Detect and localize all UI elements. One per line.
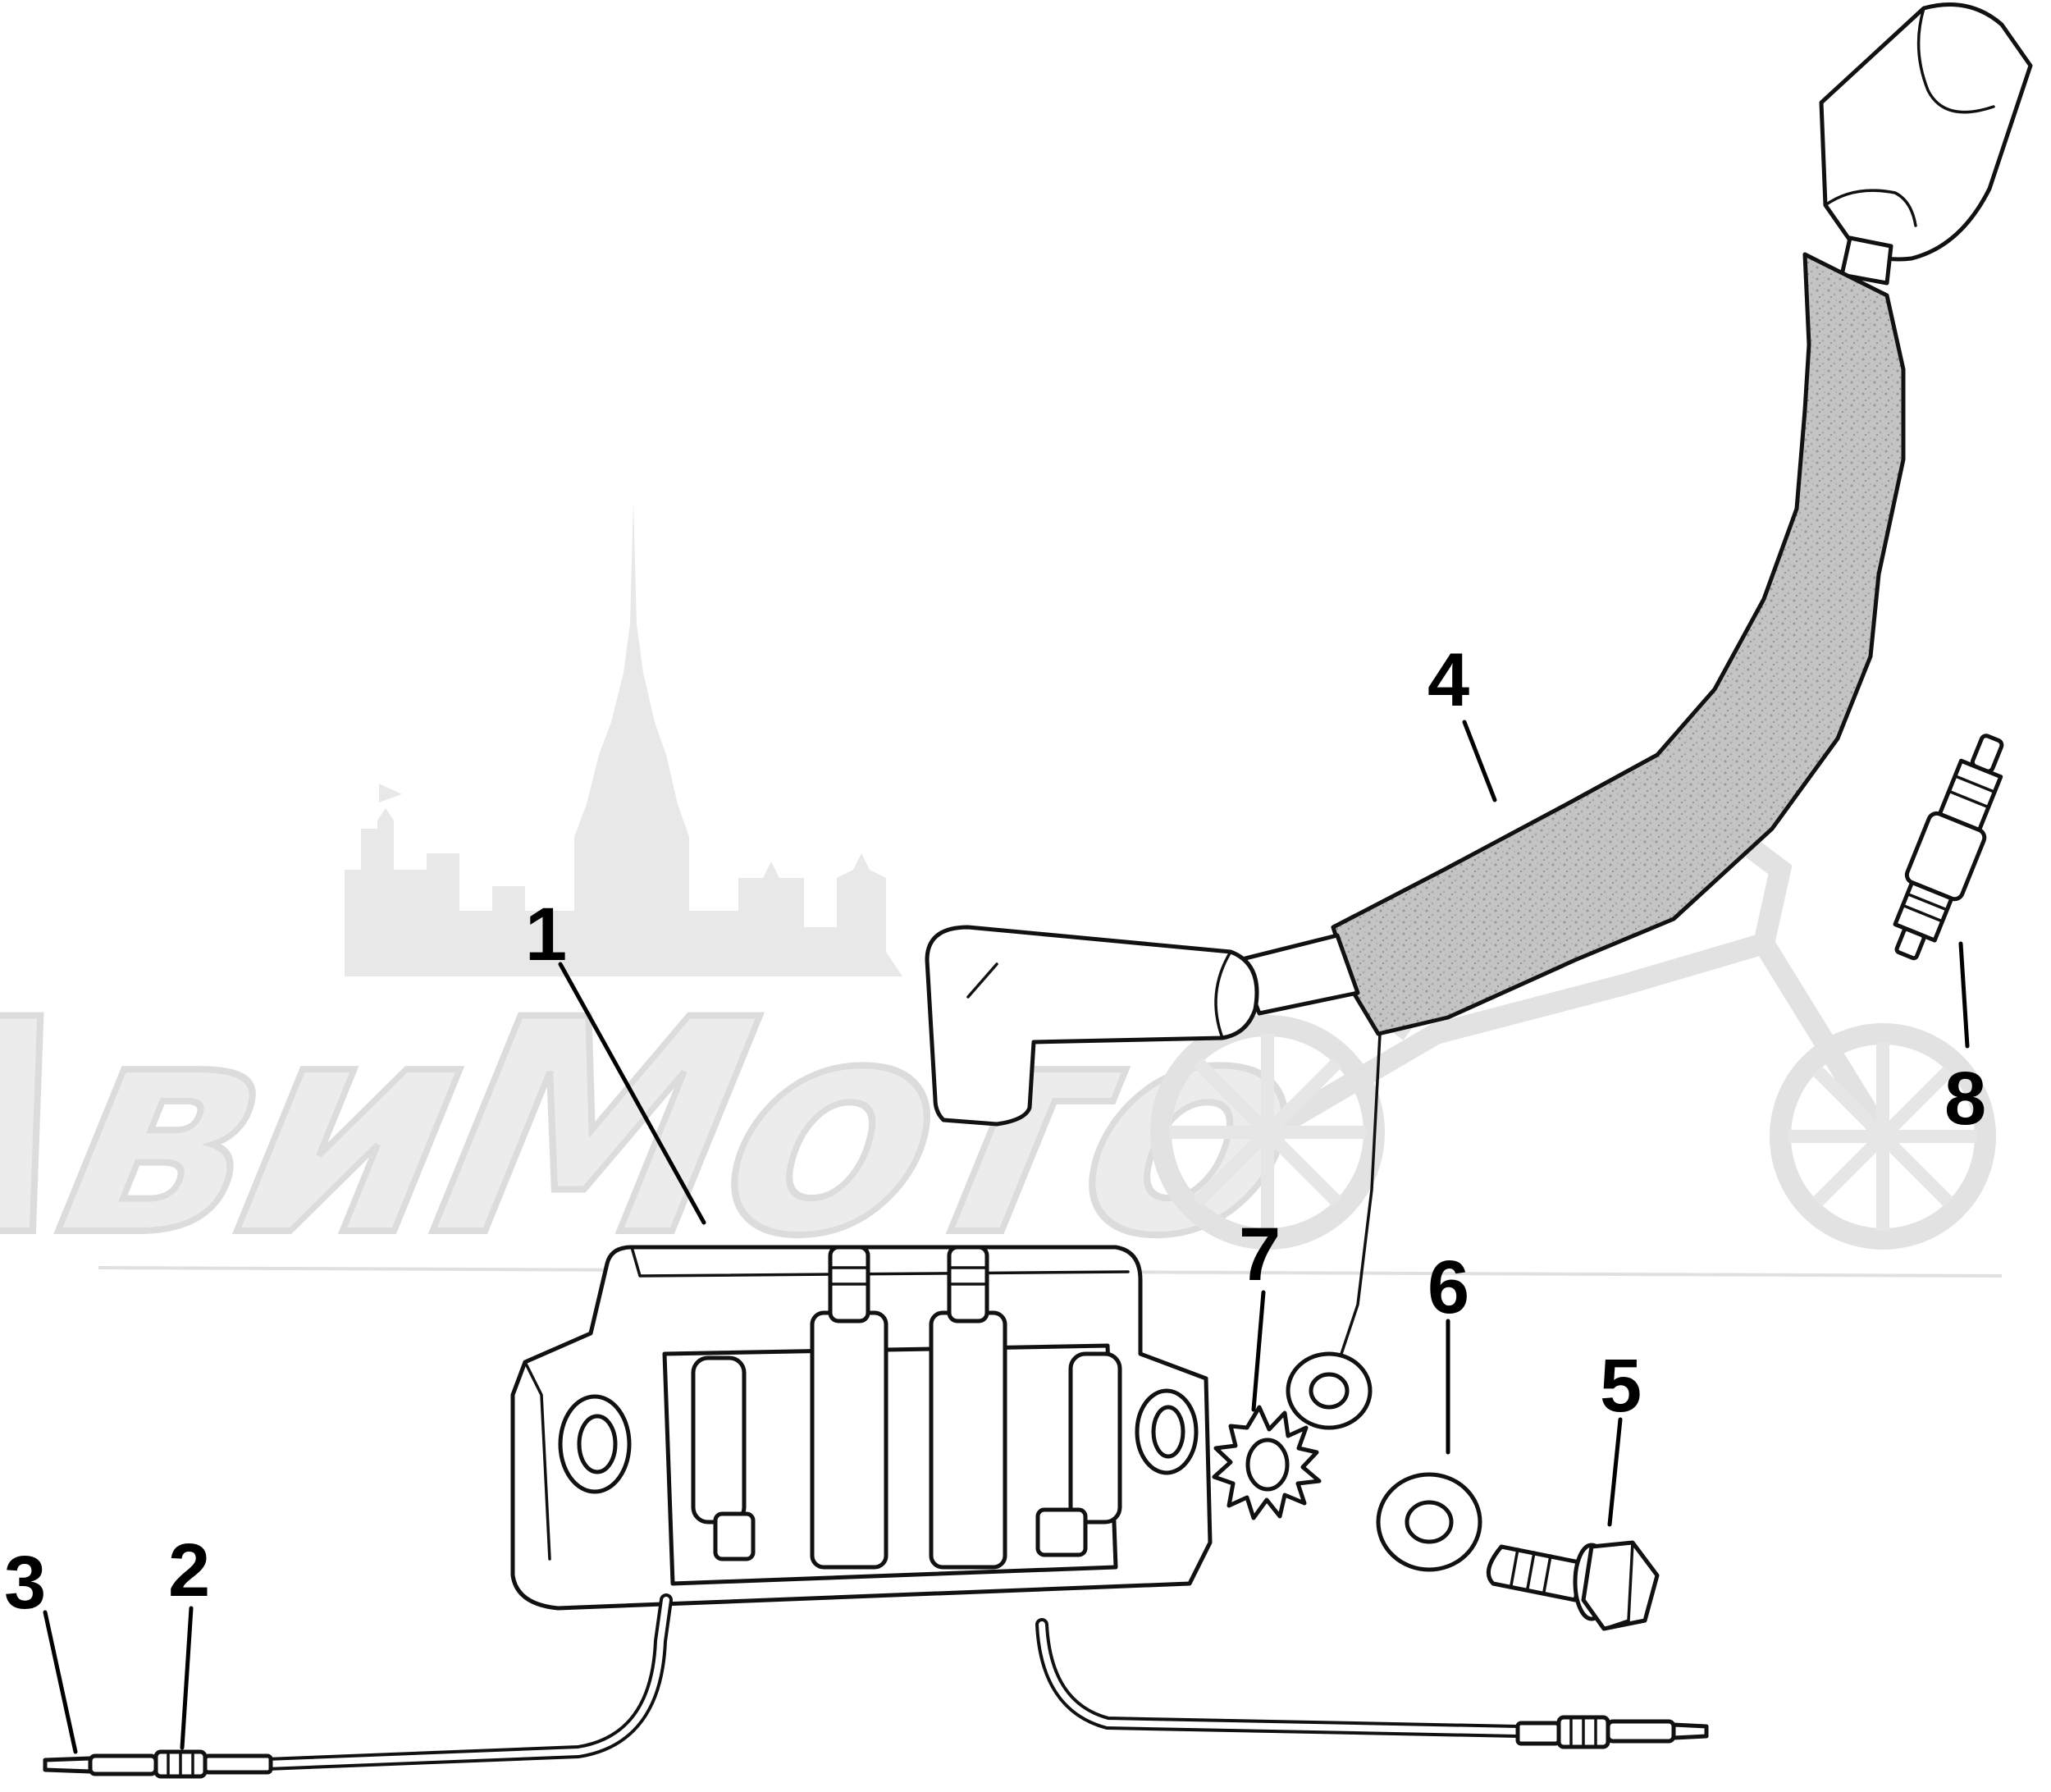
part-2-terminal-sleeve-left: [153, 1749, 273, 1779]
callout-numbers: 1 2 3 4 5 6 7 8: [4, 638, 1986, 1625]
callout-7: 7: [1239, 1213, 1281, 1296]
callout-8: 8: [1944, 1057, 1986, 1141]
callout-4: 4: [1427, 638, 1469, 722]
leader-4: [1462, 720, 1497, 802]
callout-3: 3: [4, 1541, 46, 1625]
leader-7: [1251, 1290, 1266, 1412]
coil-lead-wires: [260, 1593, 1524, 1771]
protective-sleeve: [1331, 252, 1906, 1036]
watermark-skyline: [345, 501, 902, 976]
leader-8: [1958, 941, 1970, 1049]
upper-plug-cap: [1819, 2, 2033, 262]
callout-1: 1: [525, 893, 567, 976]
part-6-flat-washer: [1376, 1472, 1482, 1572]
callout-6: 6: [1427, 1246, 1469, 1329]
part-5-bolt: [1486, 1540, 1660, 1631]
callout-2: 2: [168, 1529, 210, 1612]
part-7-lock-washer: [1212, 1405, 1322, 1520]
lower-plug-cap: [925, 925, 1259, 1127]
part-4-ignition-lead: [925, 2, 2033, 1430]
part-8-spark-plug: [1893, 734, 2004, 961]
watermark-flag: [379, 784, 402, 808]
watermark: АвиМото: [0, 501, 2003, 1304]
leader-1: [558, 962, 706, 1225]
callout-5: 5: [1600, 1344, 1642, 1428]
leader-5: [1607, 1417, 1623, 1527]
part-3-terminal-pin-left: [43, 1753, 158, 1776]
watermark-wheel-spokes: [1169, 1034, 1977, 1231]
leader-2: [180, 1606, 194, 1750]
leader-3: [43, 1610, 78, 1754]
leader-lines: [43, 720, 1970, 1754]
ground-wire: [1336, 1032, 1382, 1368]
part-1-ignition-coil: [510, 1245, 1213, 1611]
terminal-right: [1515, 1715, 1709, 1749]
